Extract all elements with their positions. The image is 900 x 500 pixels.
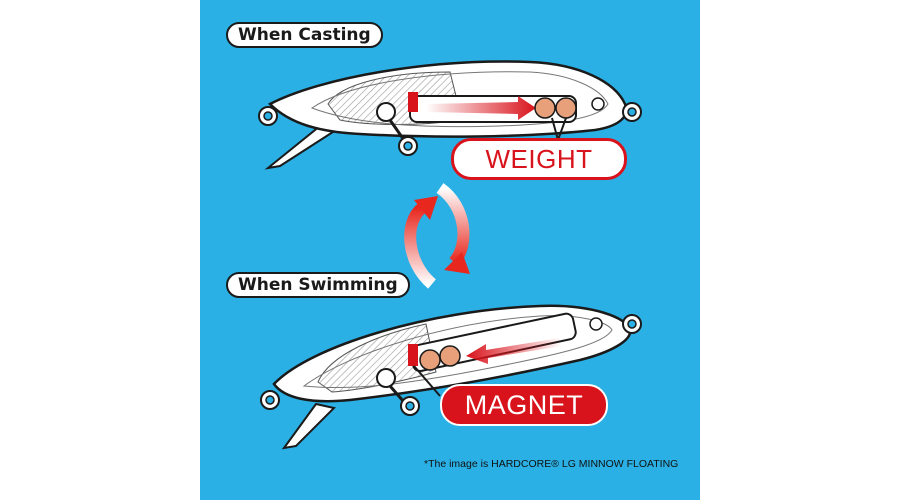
diagram-panel: When Casting When Swimming WEIGHT MAGNET…: [200, 0, 700, 500]
lure-swimming: [260, 304, 642, 450]
lure-diagram-graphic: [258, 60, 642, 450]
lure-casting: [258, 60, 642, 170]
weight-label: WEIGHT: [451, 138, 627, 180]
magnet-label: MAGNET: [440, 384, 608, 426]
transition-arrows: [404, 183, 470, 289]
when-swimming-label: When Swimming: [226, 272, 410, 298]
image-footnote: *The image is HARDCORE® LG MINNOW FLOATI…: [424, 458, 679, 470]
when-casting-label: When Casting: [226, 22, 383, 48]
